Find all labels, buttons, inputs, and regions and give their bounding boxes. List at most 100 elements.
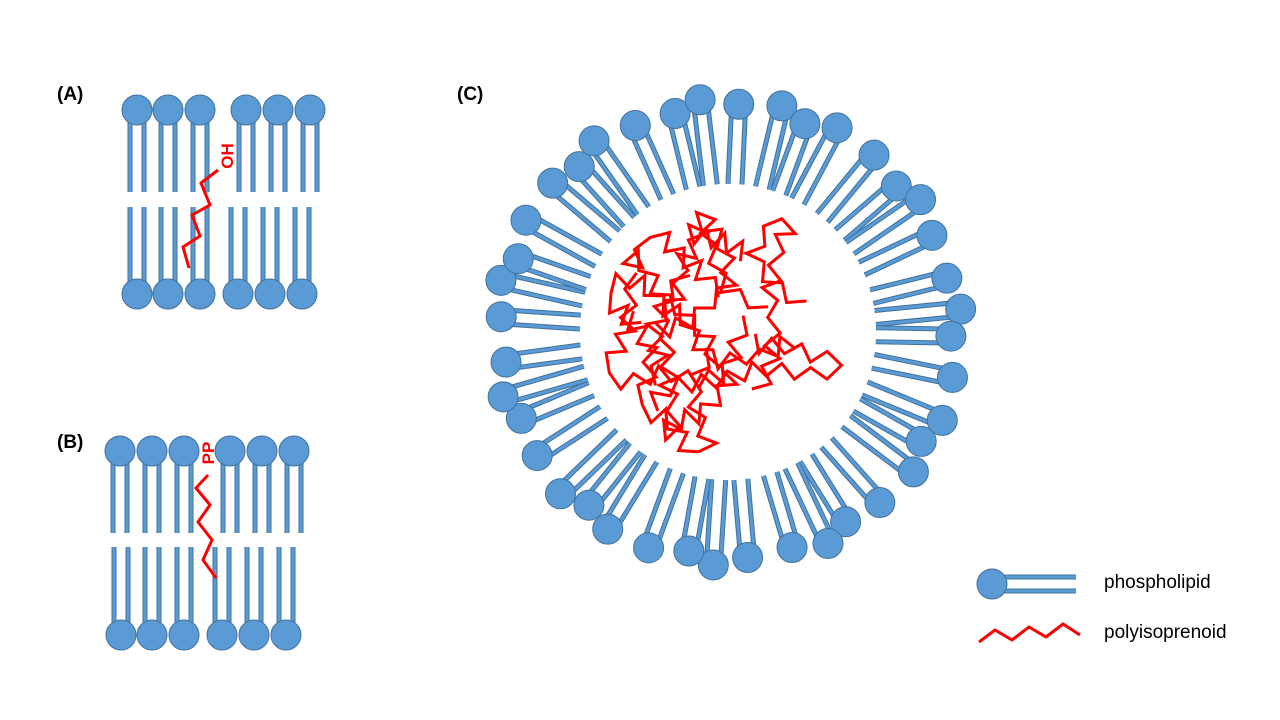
phospholipid: [286, 207, 318, 310]
phospholipid-head: [766, 90, 798, 122]
phospholipid: [222, 207, 254, 310]
phospholipid-head: [168, 435, 200, 467]
polyisoprenoid-chain-a: [181, 168, 219, 269]
phospholipid-head: [905, 184, 937, 216]
lipid-tail: [874, 300, 961, 313]
phospholipid: [214, 435, 246, 533]
phospholipid-head: [659, 98, 691, 130]
panel-a-label: (A): [57, 84, 83, 105]
lipid-tail: [564, 438, 628, 500]
phospholipid-head: [505, 402, 537, 434]
phospholipid: [861, 379, 958, 436]
lipid-tail: [849, 414, 919, 468]
phospholipid-head: [230, 94, 262, 126]
polyisoprenoid-chain-b: [194, 473, 218, 579]
phospholipid-head: [206, 619, 238, 651]
phospholipid-head: [931, 262, 963, 294]
phospholipid-head: [789, 108, 821, 140]
phospholipid-head: [936, 361, 968, 393]
phospholipid-head: [633, 532, 665, 564]
phospholipid-head: [697, 549, 729, 581]
phospholipid: [230, 94, 262, 192]
phospholipid: [844, 184, 937, 256]
lipid-tail: [767, 107, 791, 191]
phospholipid: [262, 94, 294, 192]
polyisoprenoid-chain-micelle: [607, 270, 797, 373]
lipid-tail: [853, 204, 926, 256]
phospholipid: [485, 264, 586, 309]
phospholipid-head: [905, 425, 937, 457]
phospholipid: [619, 110, 677, 201]
lipid-tail: [502, 272, 586, 294]
phospholipid-head: [485, 301, 517, 333]
phospholipid-head: [286, 278, 318, 310]
lipid-tail: [790, 123, 833, 199]
legend: phospholipid polyisoprenoid: [976, 568, 1227, 644]
phospholipid: [136, 435, 168, 533]
legend-phospholipid-head-icon: [976, 568, 1008, 600]
phospholipid: [761, 471, 808, 564]
lipid-tail: [691, 100, 705, 187]
lipid-tail: [705, 98, 719, 185]
phospholipid: [537, 167, 622, 244]
polyisoprenoid-layer: [181, 168, 844, 579]
lipid-tail: [754, 103, 777, 187]
hydroxyl-group-label: OH: [218, 143, 237, 169]
phospholipid: [168, 435, 200, 533]
phospholipid: [753, 90, 798, 191]
polyisoprenoid-chain-micelle: [742, 217, 807, 391]
lipid-tail: [598, 135, 651, 208]
phospholipid: [697, 479, 729, 581]
phospholipid-head: [246, 435, 278, 467]
phospholipid: [731, 478, 764, 573]
phospholipid-head: [105, 619, 137, 651]
phospholipid: [104, 435, 136, 533]
phospholipid-head: [916, 219, 948, 251]
phospholipids-layer: [104, 84, 977, 651]
phospholipid: [254, 207, 286, 310]
phospholipid: [246, 435, 278, 533]
lipid-tail: [796, 462, 836, 542]
phospholipid-head: [812, 527, 844, 559]
phospholipid: [121, 94, 153, 192]
phospholipid-head: [254, 278, 286, 310]
phospholipid: [852, 396, 937, 457]
phospholipid-head: [684, 84, 716, 116]
phospholipid: [206, 547, 238, 651]
phospholipid: [874, 293, 977, 327]
phospholipid-head: [152, 278, 184, 310]
phospholipid: [875, 320, 967, 352]
phospholipid-head: [897, 456, 929, 488]
phospholipid: [723, 88, 755, 185]
phospholipid-head: [238, 619, 270, 651]
legend-phospholipid-label: phospholipid: [1104, 572, 1211, 593]
lipid-tail: [802, 130, 845, 206]
legend-polyisoprenoid-icon: [978, 622, 1081, 644]
phospholipid-head: [487, 381, 519, 413]
phospholipid: [563, 151, 637, 229]
phospholipid-head: [673, 535, 705, 567]
polyisoprenoid-chain-micelle: [648, 333, 844, 412]
phospholipid-head: [184, 278, 216, 310]
lipid-tail: [504, 378, 589, 406]
phospholipid: [294, 94, 326, 192]
phospholipid: [485, 301, 581, 333]
phospholipid-head: [152, 94, 184, 126]
phospholipid: [152, 94, 184, 192]
lipid-tail: [841, 425, 911, 479]
phospholipid-head: [136, 435, 168, 467]
phospholipid-head: [776, 532, 808, 564]
phospholipid-head: [485, 264, 517, 296]
phospholipid-head: [537, 167, 569, 199]
phospholipid-head: [723, 88, 755, 120]
phospholipid-head: [294, 94, 326, 126]
phospholipid-head: [168, 619, 200, 651]
phospholipid: [819, 436, 896, 519]
phospholipid: [659, 98, 703, 191]
phospholipid: [782, 461, 844, 559]
phospholipid: [490, 342, 583, 378]
phospholipid: [502, 243, 592, 293]
phospholipid: [833, 170, 912, 243]
phospholipid-head: [935, 320, 967, 352]
phospholipid-head: [573, 489, 605, 521]
